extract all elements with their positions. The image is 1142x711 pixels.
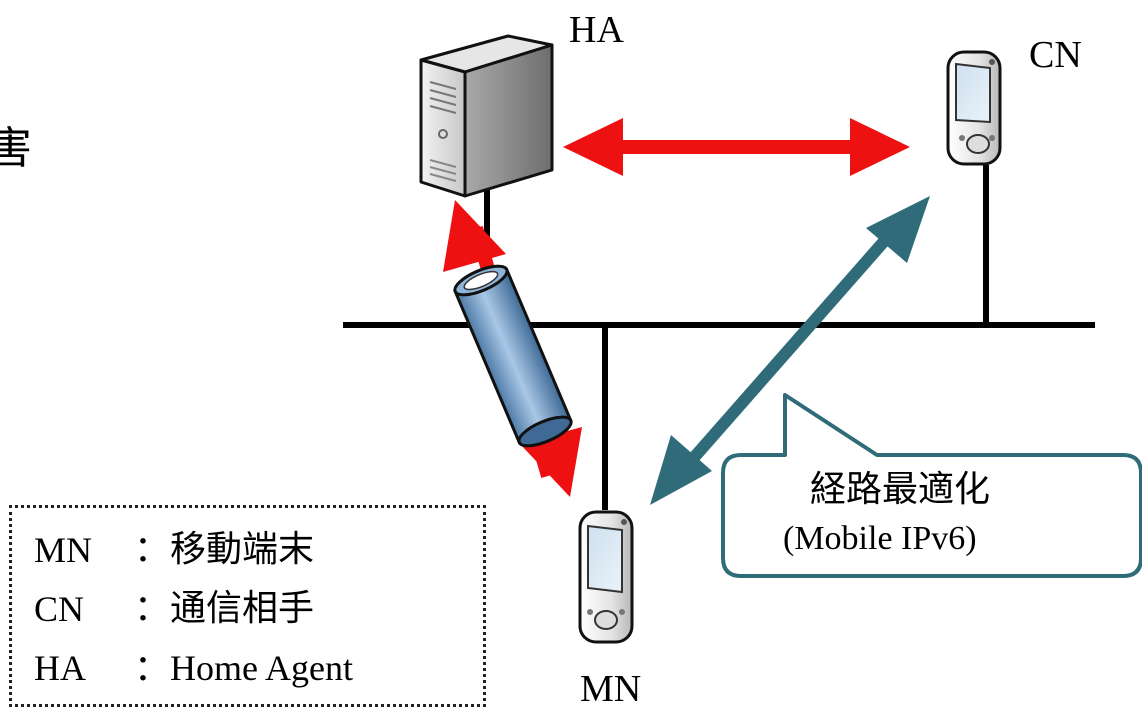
ha-label: HA [569,9,624,51]
mn-label: MN [580,668,642,710]
mn-pda-icon [578,510,634,644]
legend-key: CN [34,589,85,629]
legend-key: HA [34,648,86,688]
cn-label: CN [1029,34,1082,76]
legend-value: ：Home Agent [134,648,353,688]
side-text-fragment: 害 [0,123,32,174]
tunnel-cylinder-icon [453,264,573,448]
ha-cn-red-arrow [563,118,910,176]
mn-cn-teal-arrow [650,196,930,505]
cn-pda-icon [946,50,1002,166]
legend-box: MN ：移動端末 CN ：通信相手 HA ：Home Agent [9,505,486,707]
callout-subtitle: (Mobile IPv6) [783,520,977,557]
legend-key: MN [34,530,93,570]
callout-title: 経路最適化 [810,469,991,510]
legend-value: ：移動端末 [134,529,315,570]
server-icon [419,34,554,198]
legend-value: ：通信相手 [134,588,315,629]
callout-bubble [721,393,1142,578]
